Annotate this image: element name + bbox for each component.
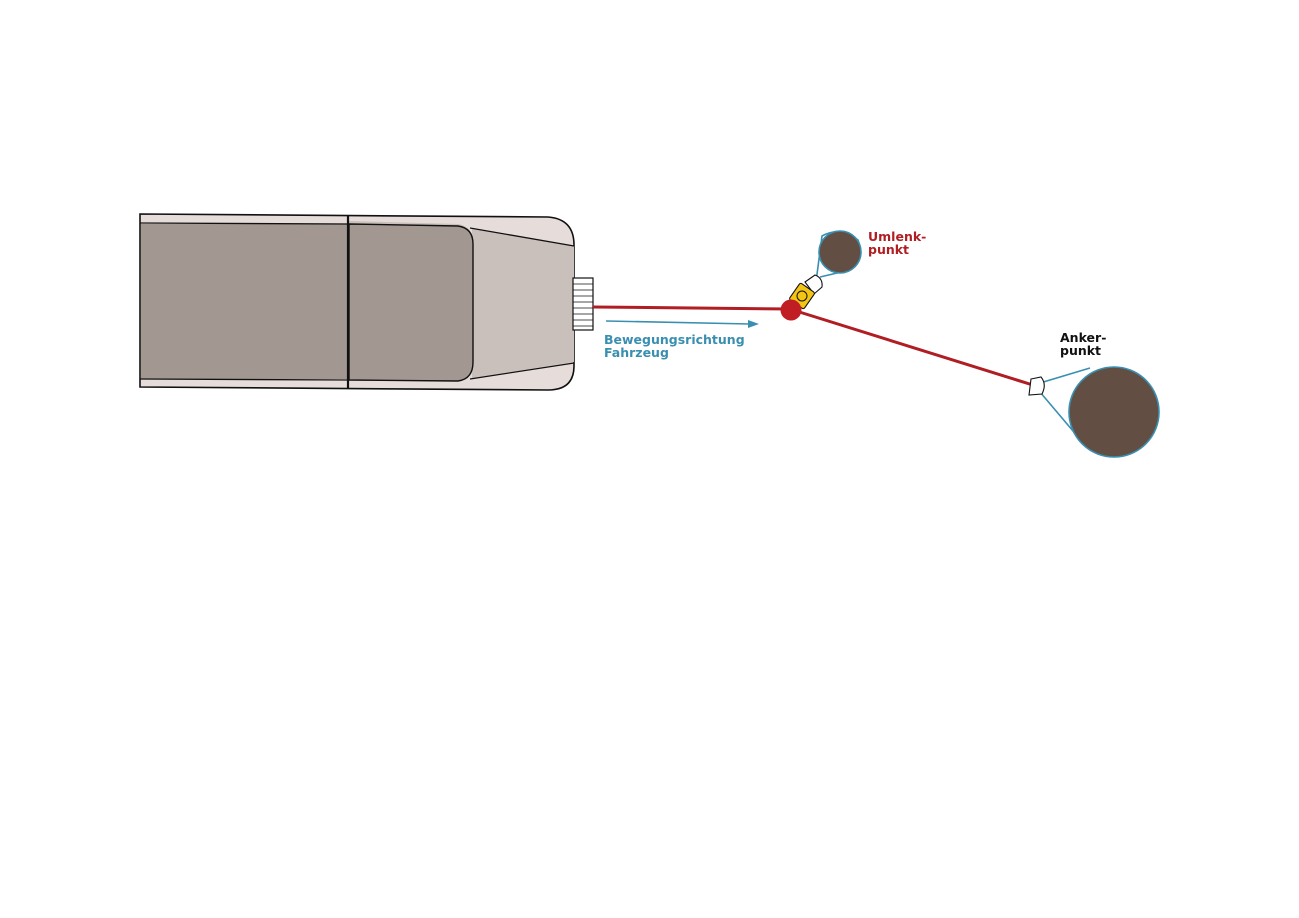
vehicle-windshield-line-bottom (469, 362, 575, 380)
vehicle-side-line-bottom (139, 378, 350, 381)
redirect-point (780, 230, 862, 321)
anchor-label-line2: punkt (1060, 343, 1101, 358)
vehicle-front-panel (472, 228, 574, 378)
vehicle-cab (348, 223, 474, 382)
direction-label-line2: Fahrzeug (604, 345, 669, 360)
anchor-tree-icon (1068, 366, 1160, 458)
redirect-label-line2: punkt (868, 242, 909, 257)
direction-arrow (605, 320, 759, 328)
winch (572, 277, 594, 331)
anchor-point (1028, 366, 1160, 458)
redirect-pulley-wheel-icon (780, 299, 802, 321)
vehicle-windshield-line-top (469, 227, 575, 247)
anchor-shackle-icon (1028, 376, 1045, 396)
anchor-label-line1: Anker- (1060, 330, 1106, 345)
vehicle-bed (141, 224, 348, 379)
vehicle (139, 213, 594, 391)
vehicle-side-line-top (139, 222, 350, 225)
redirect-shackle-icon (804, 274, 823, 295)
direction-label-line1: Bewegungsrichtung (604, 332, 745, 347)
winch-cable (592, 305, 1037, 388)
redirect-tree-icon (818, 230, 862, 274)
redirect-label-line1: Umlenk- (868, 229, 926, 244)
